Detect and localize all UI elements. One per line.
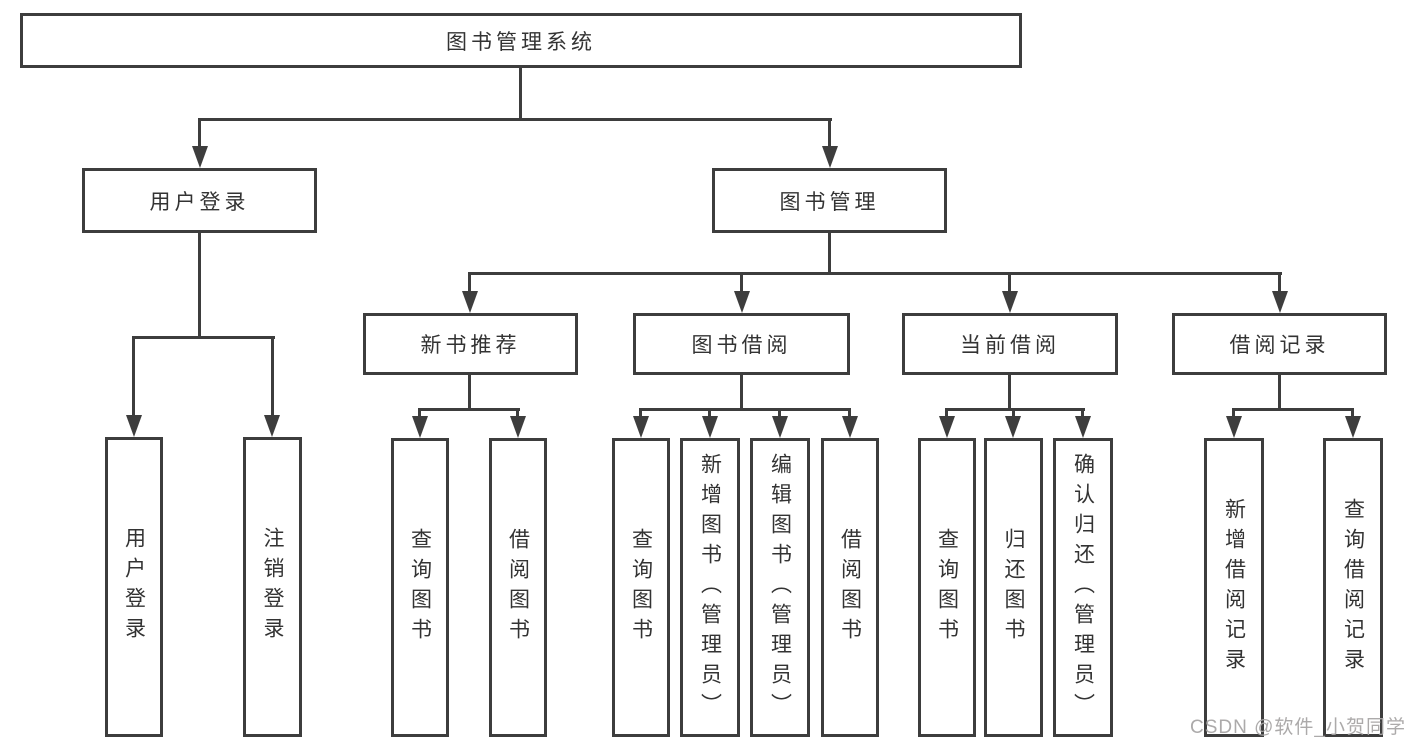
- node-borrow-records: 借阅记录: [1172, 313, 1387, 375]
- connector-line: [418, 408, 520, 411]
- connector-line: [778, 408, 781, 418]
- connector-line: [708, 408, 711, 418]
- node-new-book-recommend-label: 新书推荐: [420, 334, 521, 357]
- arrow-down-icon: [264, 415, 280, 437]
- arrow-down-icon: [1272, 291, 1288, 313]
- connector-line: [828, 233, 831, 274]
- leaf-edit-book-admin: 编辑图书（管理员）: [750, 438, 810, 737]
- connector-line: [198, 118, 832, 121]
- leaf-query-books-current: 查询图书: [918, 438, 976, 737]
- leaf-return-book-label: 归还图书: [1002, 527, 1025, 648]
- connector-line: [519, 68, 522, 121]
- leaf-add-borrow-record: 新增借阅记录: [1204, 438, 1264, 737]
- arrow-down-icon: [734, 291, 750, 313]
- connector-line: [132, 336, 275, 339]
- arrow-down-icon: [1345, 416, 1361, 438]
- leaf-logout: 注销登录: [243, 437, 302, 737]
- connector-line: [468, 272, 1282, 275]
- leaf-return-book: 归还图书: [984, 438, 1043, 737]
- arrow-down-icon: [702, 416, 718, 438]
- node-book-borrow-label: 图书借阅: [691, 334, 792, 357]
- node-current-borrow: 当前借阅: [902, 313, 1118, 375]
- connector-line: [198, 118, 201, 148]
- leaf-query-books-recommend: 查询图书: [391, 438, 449, 737]
- connector-line: [468, 272, 471, 293]
- leaf-add-book-admin-label: 新增图书（管理员）: [698, 452, 722, 723]
- connector-line: [740, 272, 743, 293]
- connector-line: [639, 408, 642, 418]
- watermark: CSDN @软件_小贺同学: [1190, 717, 1405, 738]
- leaf-logout-label: 注销登录: [261, 527, 284, 647]
- leaf-add-borrow-record-label: 新增借阅记录: [1222, 497, 1246, 678]
- arrow-down-icon: [633, 416, 649, 438]
- connector-line: [1081, 408, 1084, 418]
- connector-line: [1008, 272, 1011, 293]
- leaf-user-login-label: 用户登录: [122, 527, 146, 647]
- arrow-down-icon: [462, 291, 478, 313]
- leaf-query-books-current-label: 查询图书: [935, 527, 959, 648]
- node-new-book-recommend: 新书推荐: [363, 313, 578, 375]
- arrow-down-icon: [126, 415, 142, 437]
- arrow-down-icon: [822, 146, 838, 168]
- leaf-query-books-borrow-label: 查询图书: [629, 527, 653, 648]
- connector-line: [639, 408, 851, 411]
- arrow-down-icon: [1002, 291, 1018, 313]
- connector-line: [468, 375, 471, 411]
- connector-line: [198, 233, 201, 338]
- leaf-borrow-books-borrow: 借阅图书: [821, 438, 879, 737]
- leaf-confirm-return-admin: 确认归还（管理员）: [1053, 438, 1113, 737]
- connector-line: [1351, 408, 1354, 418]
- connector-line: [132, 336, 135, 417]
- leaf-query-books-recommend-label: 查询图书: [408, 527, 432, 648]
- connector-line: [740, 375, 743, 411]
- arrow-down-icon: [192, 146, 208, 168]
- leaf-confirm-return-admin-label: 确认归还（管理员）: [1071, 452, 1095, 723]
- node-current-borrow-label: 当前借阅: [960, 334, 1060, 357]
- node-book-management: 图书管理: [712, 168, 947, 233]
- connector-line: [1278, 272, 1281, 293]
- connector-line: [1008, 375, 1011, 411]
- node-borrow-records-label: 借阅记录: [1229, 334, 1330, 357]
- arrow-down-icon: [1005, 416, 1021, 438]
- arrow-down-icon: [772, 416, 788, 438]
- connector-line: [848, 408, 851, 418]
- connector-line: [945, 408, 1085, 411]
- node-book-borrow: 图书借阅: [633, 313, 850, 375]
- connector-line: [1232, 408, 1354, 411]
- arrow-down-icon: [939, 416, 955, 438]
- arrow-down-icon: [1226, 416, 1242, 438]
- arrow-down-icon: [1075, 416, 1091, 438]
- leaf-query-books-borrow: 查询图书: [612, 438, 670, 737]
- leaf-borrow-books-recommend: 借阅图书: [489, 438, 547, 737]
- connector-line: [271, 336, 274, 417]
- leaf-add-book-admin: 新增图书（管理员）: [680, 438, 740, 737]
- node-user-login-label: 用户登录: [149, 190, 250, 214]
- node-user-login: 用户登录: [82, 168, 317, 233]
- node-root-label: 图书管理系统: [446, 30, 596, 54]
- connector-line: [828, 118, 831, 148]
- connector-line: [1232, 408, 1235, 418]
- connector-line: [1278, 375, 1281, 411]
- connector-line: [418, 408, 421, 418]
- arrow-down-icon: [412, 416, 428, 438]
- leaf-borrow-books-borrow-label: 借阅图书: [838, 527, 862, 648]
- connector-line: [945, 408, 948, 418]
- node-book-management-label: 图书管理: [779, 190, 880, 214]
- arrow-down-icon: [842, 416, 858, 438]
- connector-line: [516, 408, 519, 418]
- leaf-edit-book-admin-label: 编辑图书（管理员）: [768, 452, 792, 723]
- leaf-borrow-books-recommend-label: 借阅图书: [506, 527, 530, 648]
- connector-line: [1012, 408, 1015, 418]
- leaf-query-borrow-record: 查询借阅记录: [1323, 438, 1383, 737]
- node-root: 图书管理系统: [20, 13, 1022, 68]
- leaf-user-login: 用户登录: [105, 437, 163, 737]
- leaf-query-borrow-record-label: 查询借阅记录: [1341, 497, 1365, 678]
- arrow-down-icon: [510, 416, 526, 438]
